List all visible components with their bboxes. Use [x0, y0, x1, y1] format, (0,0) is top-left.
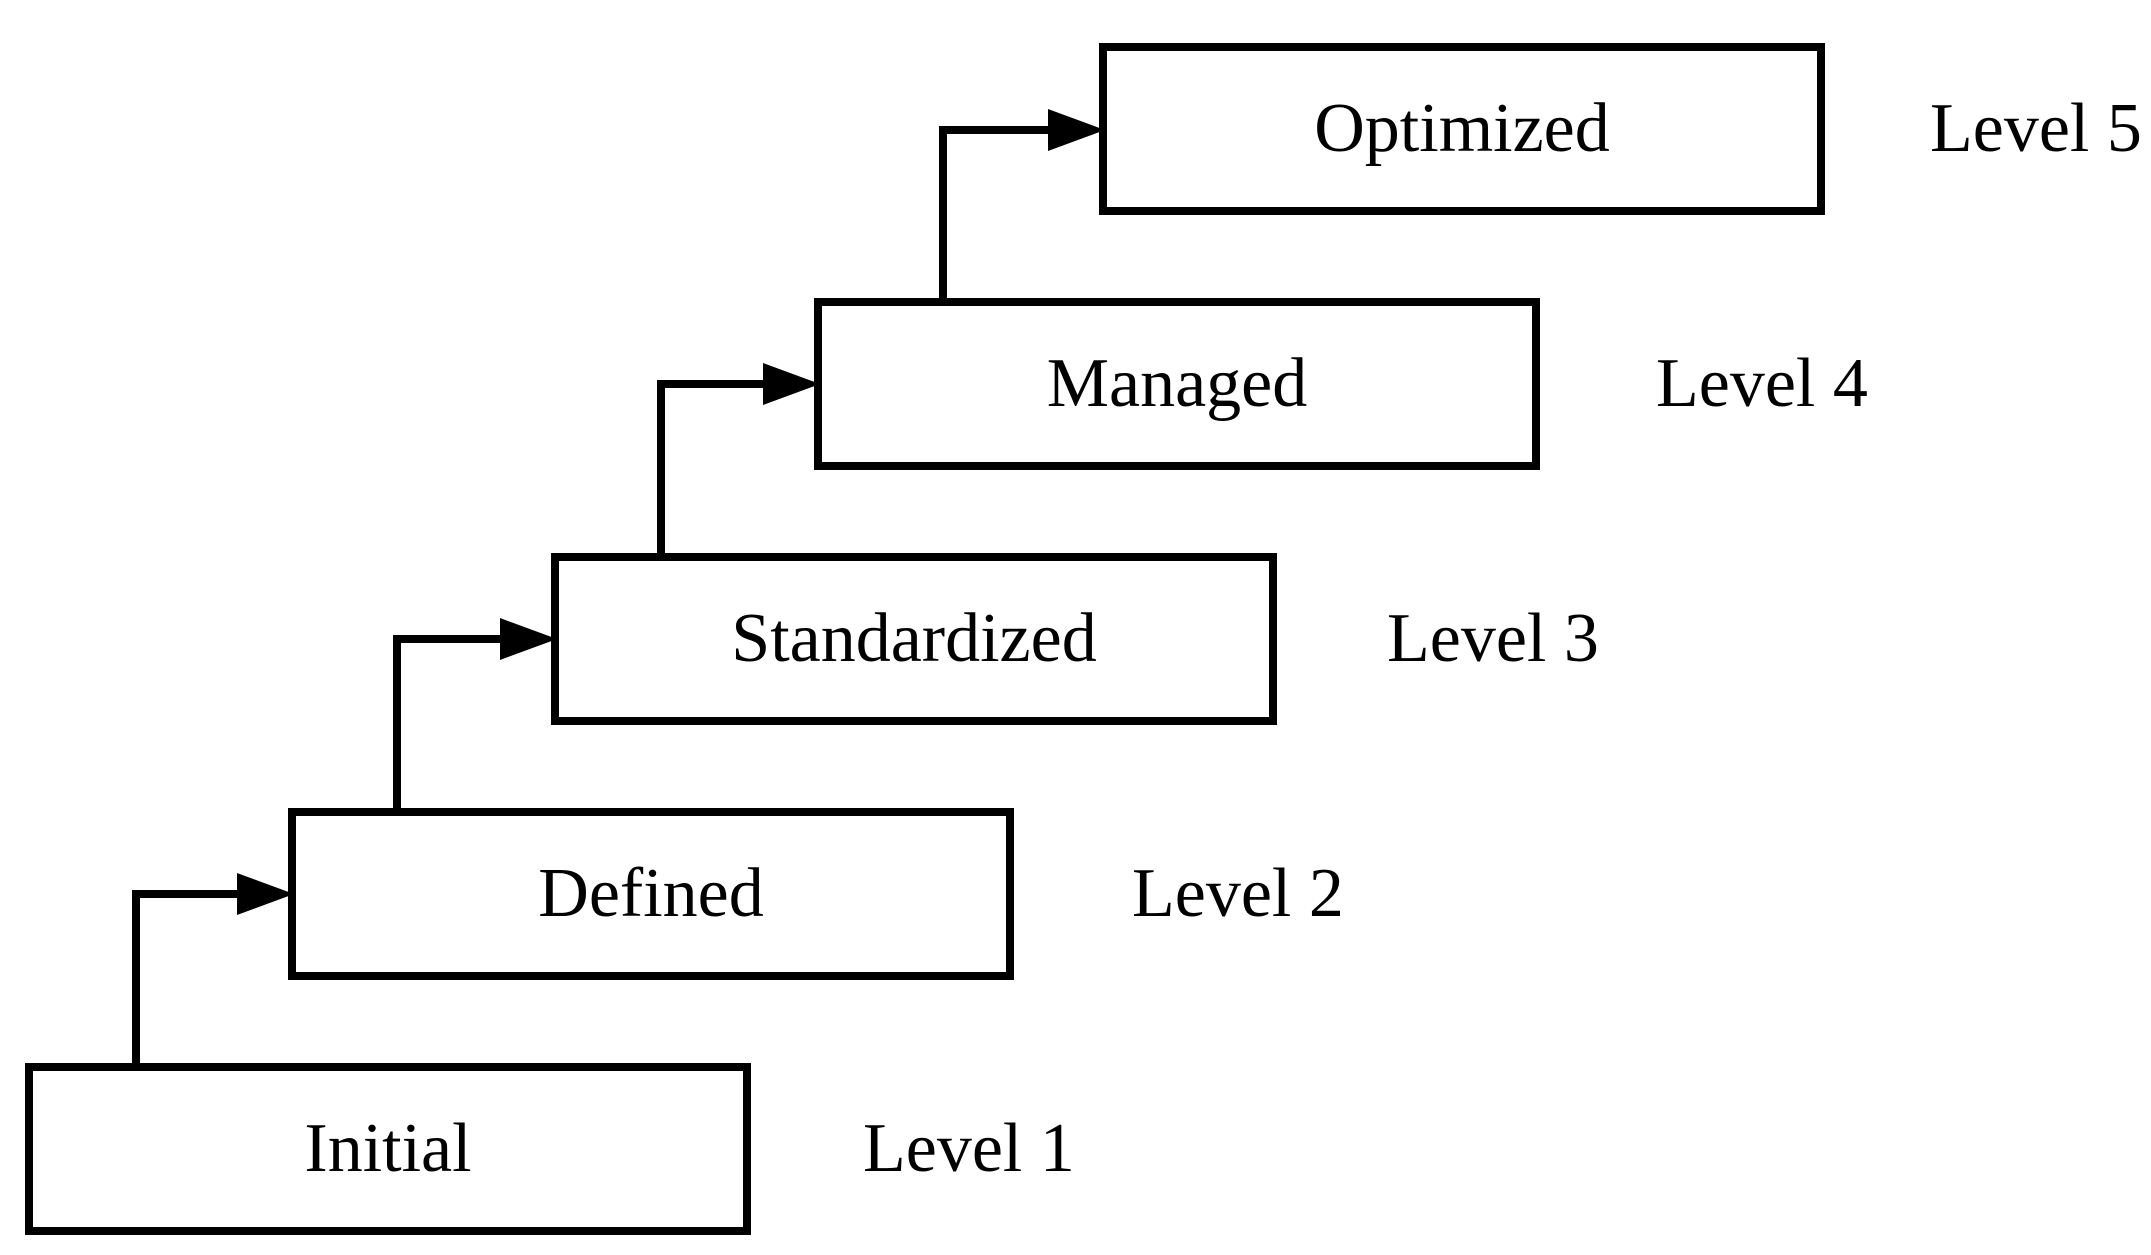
level-caption-4: Level 4	[1656, 298, 1868, 470]
stage-label-managed: Managed	[1046, 345, 1308, 422]
stage-label-optimized: Optimized	[1314, 90, 1610, 167]
stage-box-defined: Defined	[288, 808, 1014, 980]
level-caption-5-text: Level 5	[1930, 90, 2142, 167]
level-caption-2: Level 2	[1132, 808, 1344, 980]
stage-label-initial: Initial	[304, 1110, 472, 1187]
level-caption-3-text: Level 3	[1387, 600, 1599, 677]
level-caption-2-text: Level 2	[1132, 855, 1344, 932]
stage-box-optimized: Optimized	[1099, 43, 1825, 215]
arrow-initial-to-defined	[132, 873, 294, 1069]
level-caption-3: Level 3	[1387, 553, 1599, 725]
level-caption-1-text: Level 1	[863, 1110, 1075, 1187]
level-caption-5: Level 5	[1930, 43, 2142, 215]
stage-box-standardized: Standardized	[551, 553, 1277, 725]
stage-box-initial: Initial	[25, 1063, 751, 1235]
stage-box-managed: Managed	[814, 298, 1540, 470]
level-caption-4-text: Level 4	[1656, 345, 1868, 422]
arrow-managed-to-optimized	[939, 109, 1105, 304]
level-caption-1: Level 1	[863, 1063, 1075, 1235]
arrow-defined-to-standardized	[393, 618, 557, 814]
stage-label-defined: Defined	[538, 855, 764, 932]
stage-label-standardized: Standardized	[731, 600, 1097, 677]
arrow-standardized-to-managed	[657, 363, 820, 559]
